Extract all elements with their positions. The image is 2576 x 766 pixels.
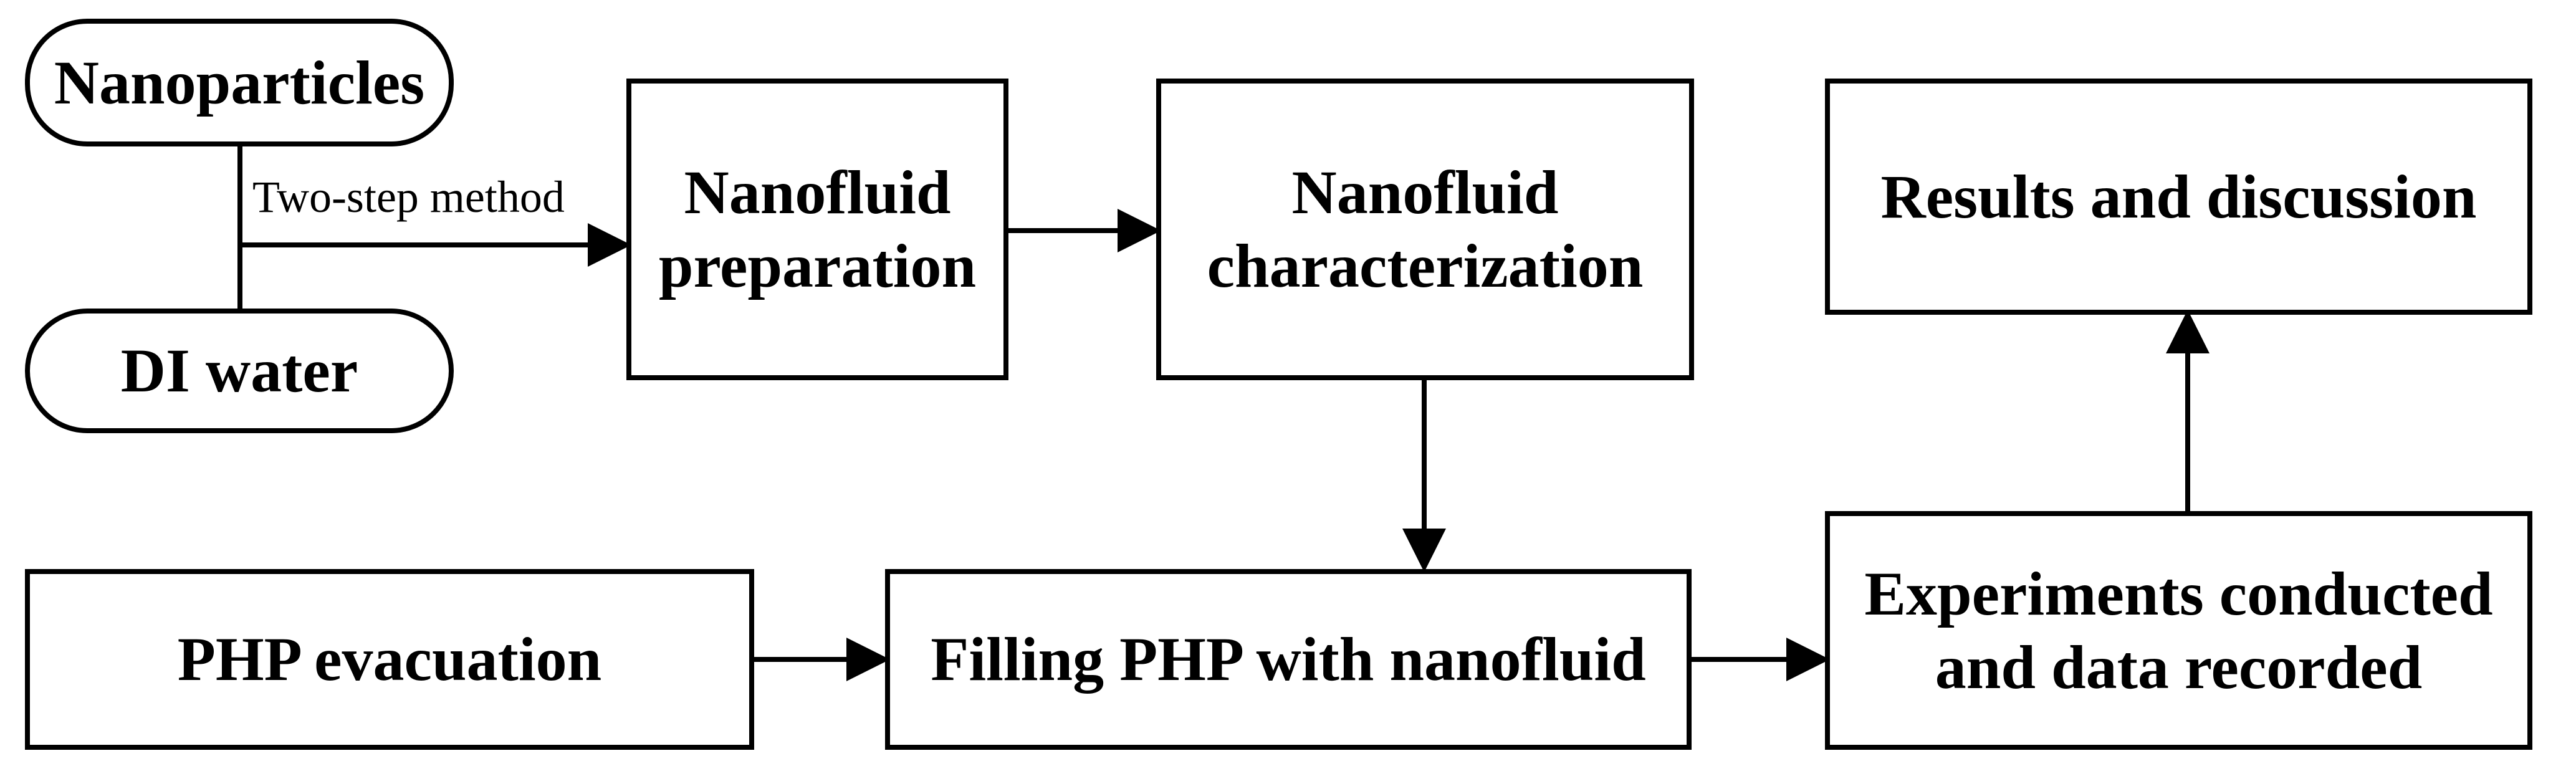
node-filling-php-label: Filling PHP with nanofluid — [931, 625, 1646, 694]
node-nanoparticles-label: Nanoparticles — [54, 47, 425, 117]
node-results-discussion: Results and discussion — [1825, 79, 2532, 315]
node-nanofluid-characterization-line1: Nanofluid — [1291, 158, 1559, 227]
node-filling-php: Filling PHP with nanofluid — [885, 569, 1692, 750]
edge-label-two-step-method: Two-step method — [252, 172, 565, 222]
node-nanofluid-preparation-line2: preparation — [658, 231, 977, 300]
node-di-water: DI water — [25, 309, 454, 433]
node-nanofluid-preparation-line1: Nanofluid — [684, 158, 951, 227]
node-nanoparticles: Nanoparticles — [25, 19, 454, 146]
node-experiments: Experiments conducted and data recorded — [1825, 511, 2532, 750]
node-di-water-label: DI water — [120, 336, 358, 405]
node-experiments-line2: and data recorded — [1935, 632, 2423, 702]
node-results-discussion-label: Results and discussion — [1880, 161, 2477, 231]
node-php-evacuation-label: PHP evacuation — [177, 625, 602, 694]
node-nanofluid-preparation: Nanofluid preparation — [626, 79, 1008, 380]
node-nanofluid-characterization: Nanofluid characterization — [1156, 79, 1694, 380]
node-experiments-line1: Experiments conducted — [1864, 558, 2493, 628]
node-php-evacuation: PHP evacuation — [25, 569, 754, 750]
node-nanofluid-characterization-line2: characterization — [1207, 231, 1644, 300]
